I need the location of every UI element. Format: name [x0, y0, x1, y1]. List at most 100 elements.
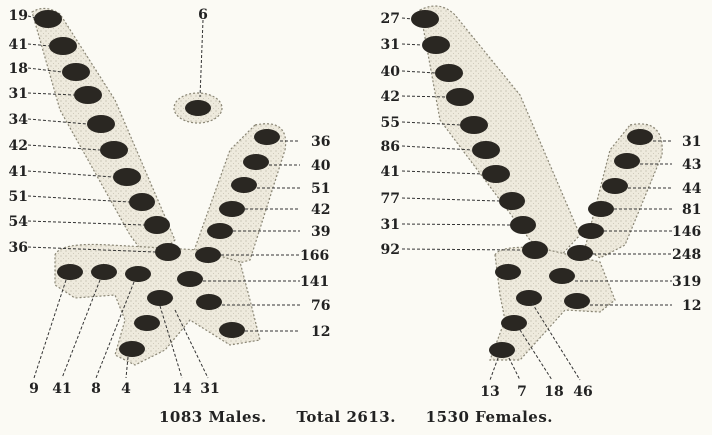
- caption-males: 1083 Males.: [159, 408, 267, 426]
- females-bottom-label: 46: [573, 384, 592, 400]
- cell: [501, 315, 527, 331]
- males-left-label: 51: [9, 189, 28, 205]
- cell: [254, 129, 280, 145]
- males-right-label: 36: [311, 134, 330, 150]
- females-right-label: 81: [682, 202, 701, 218]
- cell: [482, 165, 510, 183]
- cell: [219, 201, 245, 217]
- females-left-label: 92: [381, 242, 400, 258]
- males-left-label: 54: [9, 214, 29, 230]
- cell: [614, 153, 640, 169]
- females-right-label: 43: [682, 157, 701, 173]
- cell: [125, 266, 151, 282]
- cell: [578, 223, 604, 239]
- females-right-label: 12: [682, 298, 701, 314]
- females-left-label: 86: [381, 139, 400, 155]
- cell: [446, 88, 474, 106]
- males-left-label: 41: [9, 37, 28, 53]
- males-diagram: 6 19 41 18 31 34 42 41 51 54 36 36 40 51…: [9, 7, 331, 397]
- cell: [129, 193, 155, 211]
- females-left-label: 41: [381, 164, 400, 180]
- males-right-label: 76: [311, 298, 330, 314]
- cell: [207, 223, 233, 239]
- females-right-label: 31: [682, 134, 701, 150]
- cell: [422, 36, 450, 54]
- males-bottom-label: 8: [91, 381, 101, 397]
- cell: [472, 141, 500, 159]
- males-bottom-label: 9: [29, 381, 39, 397]
- cell: [57, 264, 83, 280]
- cell: [489, 342, 515, 358]
- females-right-label: 248: [672, 247, 701, 263]
- caption-total: Total 2613.: [296, 408, 395, 426]
- females-left-label: 42: [381, 89, 400, 105]
- males-bottom-label: 14: [172, 381, 192, 397]
- males-left-label: 34: [9, 112, 29, 128]
- cell: [588, 201, 614, 217]
- females-left-label: 77: [381, 191, 400, 207]
- figure-caption: 1083 Males. Total 2613. 1530 Females.: [0, 408, 712, 426]
- cell: [499, 192, 525, 210]
- males-left-label: 41: [9, 164, 28, 180]
- cell: [435, 64, 463, 82]
- cell: [231, 177, 257, 193]
- cell: [627, 129, 653, 145]
- cell: [567, 245, 593, 261]
- females-left-label: 40: [381, 64, 401, 80]
- cell: [549, 268, 575, 284]
- cell: [510, 216, 536, 234]
- males-bottom-label: 4: [121, 381, 131, 397]
- cell: [62, 63, 90, 81]
- cell: [134, 315, 160, 331]
- females-left-label: 27: [381, 11, 400, 27]
- females-left-label: 55: [381, 115, 400, 131]
- cell: [243, 154, 269, 170]
- females-bottom-label: 7: [517, 384, 527, 400]
- males-left-label: 19: [9, 8, 28, 24]
- cell: [185, 100, 211, 116]
- cell: [155, 243, 181, 261]
- cell: [602, 178, 628, 194]
- cell: [34, 10, 62, 28]
- cell: [495, 264, 521, 280]
- cell: [87, 115, 115, 133]
- cell: [113, 168, 141, 186]
- males-bottom-label: 41: [52, 381, 71, 397]
- cell: [91, 264, 117, 280]
- cell: [196, 294, 222, 310]
- cell: [147, 290, 173, 306]
- males-right-label: 42: [311, 202, 330, 218]
- cell: [100, 141, 128, 159]
- males-bottom-label: 31: [200, 381, 219, 397]
- females-right-label: 319: [672, 274, 701, 290]
- cell: [144, 216, 170, 234]
- cell: [522, 241, 548, 259]
- males-right-label: 40: [311, 158, 331, 174]
- females-right-label: 146: [672, 224, 701, 240]
- females-left-label: 31: [381, 217, 400, 233]
- males-left-label: 42: [9, 138, 28, 154]
- males-separate-label: 6: [198, 7, 208, 23]
- males-right-label: 141: [300, 274, 329, 290]
- females-left-label: 31: [381, 37, 400, 53]
- females-bottom-label: 18: [544, 384, 563, 400]
- females-bottom-label: 13: [480, 384, 499, 400]
- cell: [119, 341, 145, 357]
- females-right-label: 44: [682, 181, 702, 197]
- cell: [49, 37, 77, 55]
- males-right-label: 51: [311, 181, 330, 197]
- males-left-label: 18: [9, 61, 28, 77]
- males-right-label: 39: [311, 224, 330, 240]
- cell: [460, 116, 488, 134]
- caption-females: 1530 Females.: [426, 408, 553, 426]
- cell: [195, 247, 221, 263]
- cell: [564, 293, 590, 309]
- males-left-label: 36: [9, 240, 28, 256]
- cell: [516, 290, 542, 306]
- cell: [74, 86, 102, 104]
- males-left-label: 31: [9, 86, 28, 102]
- females-diagram: 27 31 40 42 55 86 41 77 31 92 31 43 44 8…: [381, 6, 702, 400]
- cell: [411, 10, 439, 28]
- males-right-label: 12: [311, 324, 330, 340]
